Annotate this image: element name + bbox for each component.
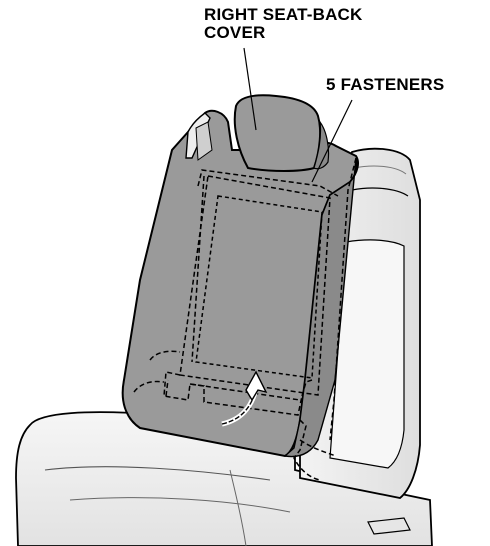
fastener-dashed-lines [133,157,357,481]
seat-back-cover-label-line1: RIGHT SEAT-BACK [204,5,363,24]
seat-back-cover-callout-label: RIGHT SEAT-BACK COVER [204,6,363,42]
fasteners-callout-label: 5 FASTENERS [326,75,445,94]
callout-leader-lines [243,47,353,183]
headrest [233,94,330,172]
seat-cushion [15,411,433,546]
removal-direction-arrow [221,370,268,427]
right-seat-back-cover [121,109,359,458]
seat-back-cover-label-line2: COVER [204,23,266,42]
